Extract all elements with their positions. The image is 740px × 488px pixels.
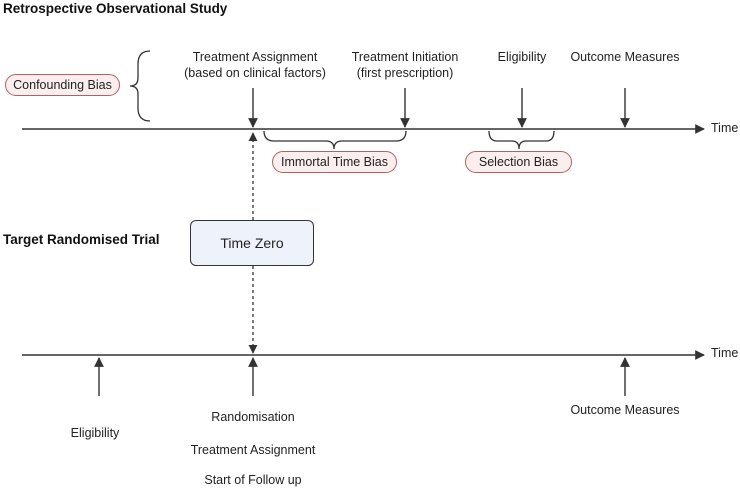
- eligibility-label-trial: Eligibility: [70, 426, 120, 440]
- confounding-brace: [129, 50, 151, 122]
- treatment-assignment-sublabel: (based on clinical factors): [184, 66, 326, 80]
- treatment-initiation-sublabel: (first prescription): [356, 66, 454, 80]
- time-zero-box: Time Zero: [190, 220, 314, 266]
- start-follow-up-label: Start of Follow up: [204, 473, 302, 487]
- observational-title: Retrospective Observational Study: [3, 1, 228, 16]
- immortal-time-bias-badge: Immortal Time Bias: [272, 151, 397, 173]
- selection-bias-brace: [488, 130, 555, 150]
- confounding-bias-badge: Confounding Bias: [5, 74, 120, 96]
- outcome-measures-label-obs: Outcome Measures: [570, 50, 680, 64]
- trial-title: Target Randomised Trial: [3, 232, 160, 247]
- time-axis-label-trial: Time: [711, 346, 739, 360]
- selection-bias-badge: Selection Bias: [465, 151, 572, 173]
- time-axis-label-obs: Time: [711, 121, 739, 135]
- treatment-assignment-label: Treatment Assignment: [192, 50, 318, 64]
- immortal-time-brace: [263, 130, 407, 150]
- eligibility-label-obs: Eligibility: [497, 50, 547, 64]
- treatment-initiation-label: Treatment Initiation: [351, 50, 459, 64]
- outcome-measures-label-trial: Outcome Measures: [570, 403, 680, 417]
- treatment-assignment-label-trial: Treatment Assignment: [190, 443, 316, 457]
- randomisation-label: Randomisation: [211, 410, 295, 424]
